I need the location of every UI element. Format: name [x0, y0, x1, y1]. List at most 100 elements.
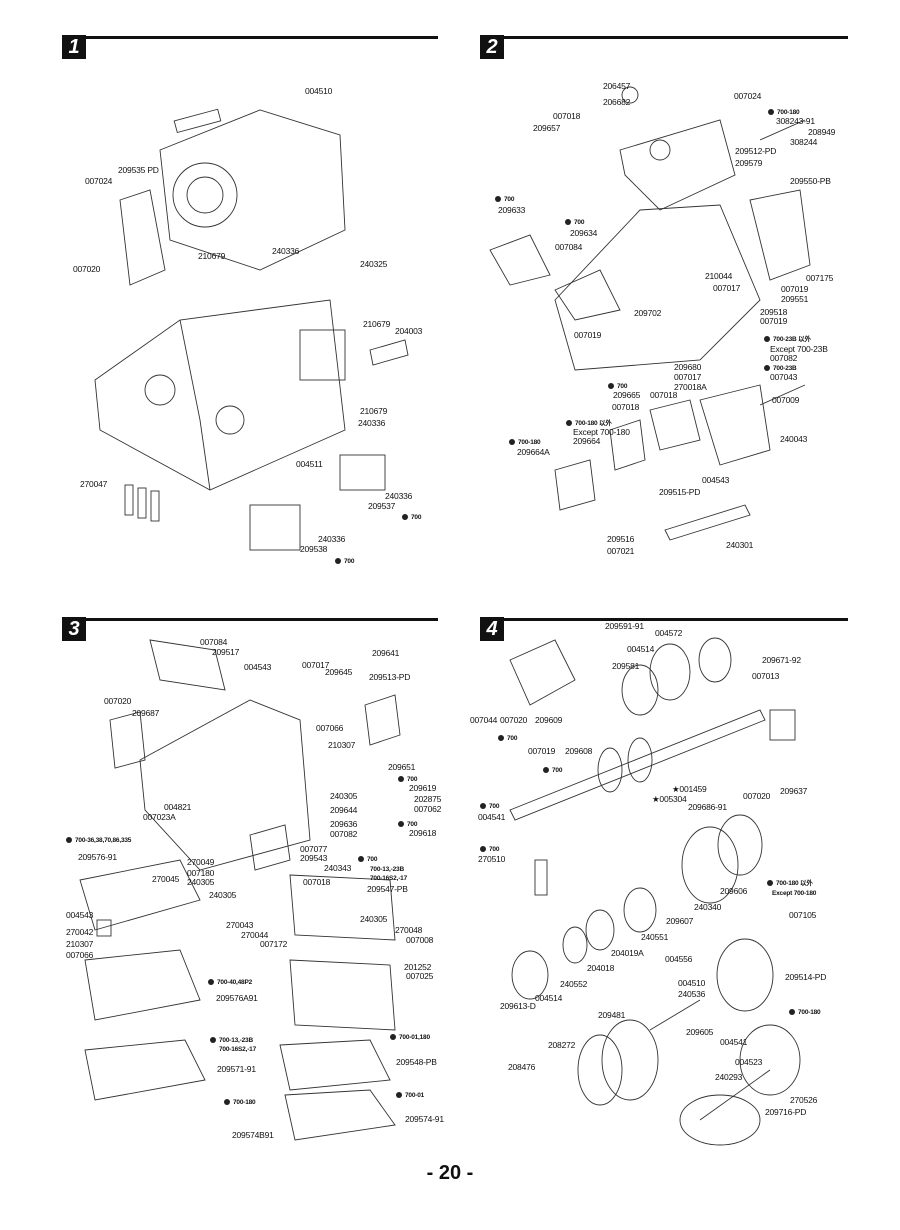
- label-text: 007084: [555, 242, 583, 252]
- label-text: 240043: [780, 434, 808, 444]
- label-text: 209576-91: [78, 852, 117, 862]
- label-text: 007013: [752, 671, 780, 681]
- part-number-label: 004556: [665, 955, 692, 964]
- part-number-label: 209609: [535, 716, 562, 725]
- label-text: ★005304: [652, 794, 687, 804]
- part-number-label: 210307: [328, 741, 355, 750]
- panel-header-1: 1: [62, 35, 438, 61]
- label-text: 700-180: [777, 109, 800, 116]
- label-text: 004514: [627, 644, 655, 654]
- label-text: 700: [507, 735, 518, 742]
- part-number-label: 270049: [187, 858, 214, 867]
- part-number-label: 270018A: [674, 383, 707, 392]
- label-text: 700-180: [518, 439, 541, 446]
- label-text: 007043: [770, 372, 798, 382]
- part-number-label: 208949: [808, 128, 835, 137]
- bullet-dot-icon: [543, 767, 549, 773]
- label-text: 270045: [152, 874, 180, 884]
- label-text: 210679: [363, 319, 391, 329]
- part-number-label: 240305: [187, 878, 214, 887]
- label-text: 700: [489, 803, 500, 810]
- part-number-label: 209548-PB: [396, 1058, 437, 1067]
- part-number-label: 209550-PB: [790, 177, 831, 186]
- label-text: 240343: [324, 863, 352, 873]
- label-text: 209644: [330, 805, 358, 815]
- part-number-label: 208272: [548, 1041, 575, 1050]
- panel-number-badge: 2: [480, 35, 504, 59]
- part-number-label: 270047: [80, 480, 107, 489]
- label-text: 007023A: [143, 812, 176, 822]
- label-text: 308244: [790, 137, 818, 147]
- label-text: 240301: [726, 540, 754, 550]
- label-text: 007025: [406, 971, 434, 981]
- part-number-label: 007044: [470, 716, 497, 725]
- part-number-label: 007020: [73, 265, 100, 274]
- label-text: 700-36,38,70,86,335: [75, 837, 132, 844]
- part-number-label: 007024: [85, 177, 112, 186]
- label-text: 209574-91: [405, 1114, 444, 1124]
- label-text: 209665: [613, 390, 641, 400]
- label-text: 700-16S2,-17: [219, 1046, 256, 1053]
- label-text: 007018: [303, 877, 331, 887]
- part-number-label: 209514-PD: [785, 973, 826, 982]
- bullet-dot-icon: [565, 219, 571, 225]
- label-text: 270047: [80, 479, 108, 489]
- bullet-dot-icon: [402, 514, 408, 520]
- label-text: 270049: [187, 857, 215, 867]
- part-number-label: 240305: [360, 915, 387, 924]
- label-text: 209591-91: [605, 621, 644, 631]
- model-note-label: 700-180 以外: [767, 879, 813, 888]
- label-text: 004510: [678, 978, 706, 988]
- label-text: 209651: [388, 762, 416, 772]
- model-note-label: 700: [498, 734, 517, 743]
- label-text: 007077: [300, 844, 328, 854]
- label-text: 700-180 以外: [776, 880, 813, 887]
- part-number-label: 209636: [330, 820, 357, 829]
- label-text: 007024: [734, 91, 762, 101]
- label-text: 209548-PB: [396, 1057, 437, 1067]
- part-number-label: 004572: [655, 629, 682, 638]
- part-number-label: 209576-91: [78, 853, 117, 862]
- label-text: 206457: [603, 81, 631, 91]
- label-text: 270048: [395, 925, 423, 935]
- label-text: 700: [504, 196, 515, 203]
- part-number-label: 209644: [330, 806, 357, 815]
- part-number-label: 007018: [553, 112, 580, 121]
- model-note-label: 700: [495, 195, 514, 204]
- label-text: 210679: [360, 406, 388, 416]
- label-text: 209513-PD: [369, 672, 411, 682]
- part-number-label: 209518: [760, 308, 787, 317]
- part-number-label: 240343: [324, 864, 351, 873]
- label-text: 007019: [574, 330, 602, 340]
- part-number-label: 007019: [760, 317, 787, 326]
- label-text: 210307: [328, 740, 356, 750]
- part-number-label: 240305: [330, 792, 357, 801]
- part-number-label: 007084: [200, 638, 227, 647]
- part-number-label: 004514: [535, 994, 562, 1003]
- label-text: 270526: [790, 1095, 818, 1105]
- panel-header-3: 3: [62, 617, 438, 643]
- label-text: 007008: [406, 935, 434, 945]
- label-text: 204003: [395, 326, 423, 336]
- part-number-label: 209481: [598, 1011, 625, 1020]
- label-text: 007020: [104, 696, 132, 706]
- part-number-label: 007017: [713, 284, 740, 293]
- panel-header-2: 2: [480, 35, 848, 61]
- part-number-label: 240551: [641, 933, 668, 942]
- label-text: 007105: [789, 910, 817, 920]
- label-text: 004514: [535, 993, 563, 1003]
- part-number-label: 209645: [325, 668, 352, 677]
- model-note-label: 700-23B: [764, 364, 797, 373]
- part-number-label: 209633: [498, 206, 525, 215]
- label-text: 004541: [720, 1037, 748, 1047]
- label-text: 007020: [743, 791, 771, 801]
- label-text: 209609: [535, 715, 563, 725]
- label-text: 007175: [806, 273, 834, 283]
- part-number-label: 007018: [303, 878, 330, 887]
- label-text: 700-40,48P2: [217, 979, 253, 986]
- label-text: 209686-91: [688, 802, 727, 812]
- label-text: 208272: [548, 1040, 576, 1050]
- model-note-label: 700-01: [396, 1091, 424, 1100]
- model-note-label: 700-01,180: [390, 1033, 430, 1042]
- part-number-label: 240552: [560, 980, 587, 989]
